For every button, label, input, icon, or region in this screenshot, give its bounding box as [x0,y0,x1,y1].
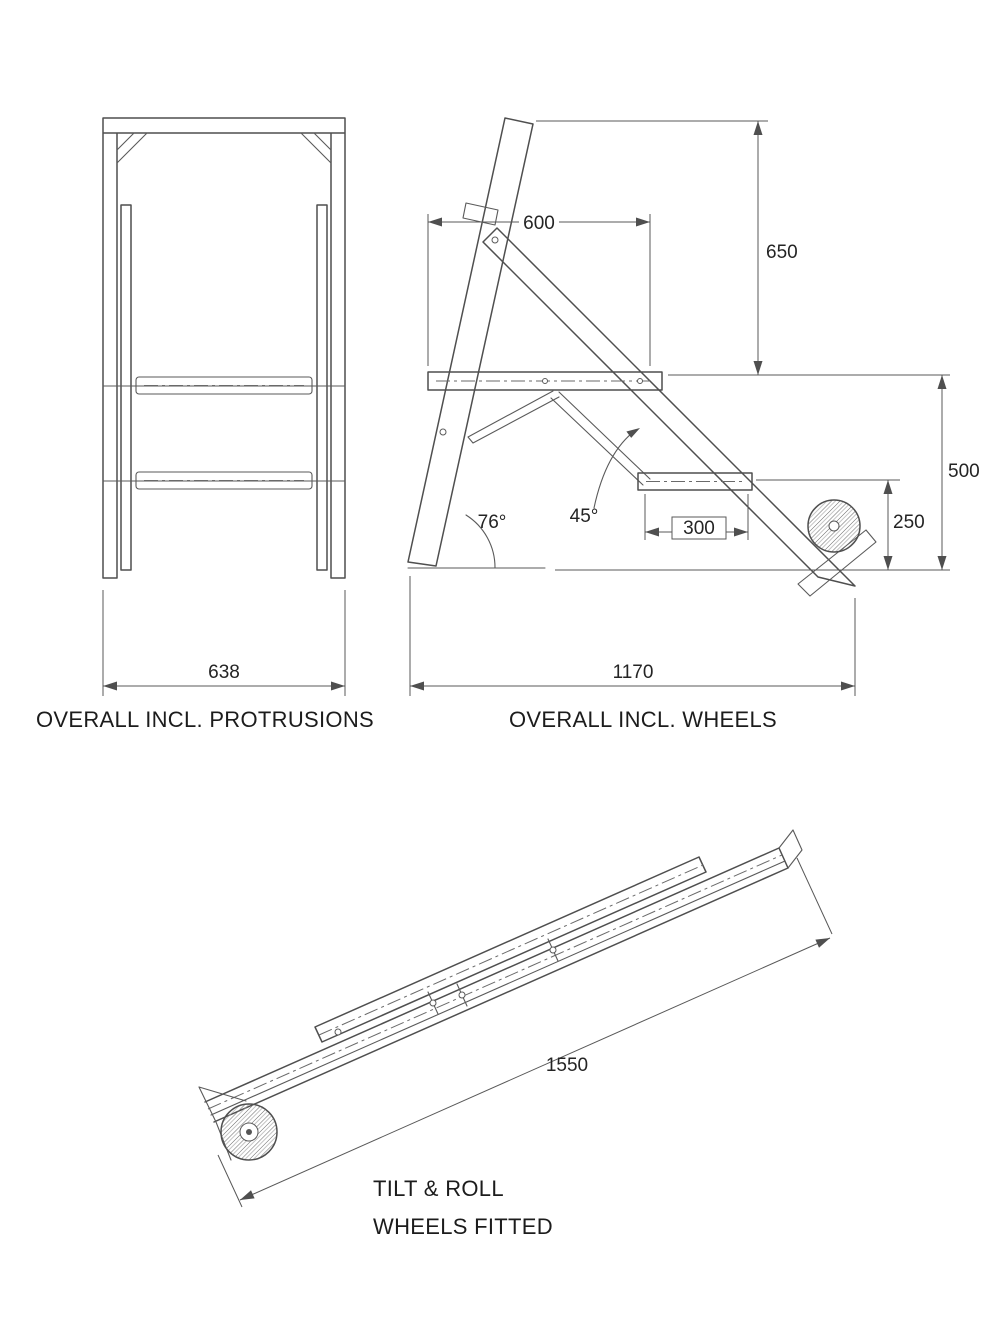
front-view-caption: OVERALL INCL. PROTRUSIONS [36,707,374,732]
angle-45-leader [593,429,637,509]
folded-stringer-inner [210,860,786,1116]
platform-rivet-2 [637,378,643,384]
dim-638-label: 638 [208,662,240,683]
folded-stringer-centerline [207,854,783,1110]
hinge-1 [429,999,437,1007]
side-wheel-hub [828,520,840,532]
platform [427,371,663,391]
folded-view-caption-line2: WHEELS FITTED [373,1214,553,1239]
corner-gussets [116,132,332,164]
platform-braces [467,390,651,486]
side-step [637,472,753,491]
folded-view-caption-line1: TILT & ROLL [373,1176,504,1201]
angle-76-arc [465,514,496,569]
front-stiles [120,204,328,571]
front-frame [102,117,346,579]
dimension-600: 600 [427,213,651,366]
folded-wheel-axle [246,1129,252,1135]
dimension-500: 500 [937,375,980,570]
folded-stringer [204,847,789,1123]
hinge-4 [334,1028,342,1036]
dim-1550-label: 1550 [546,1055,588,1076]
foot-plate [797,529,877,597]
step-centerlines [144,385,304,481]
hinge-rivet [491,236,499,244]
hinge-2 [458,991,466,999]
side-view-caption: OVERALL INCL. WHEELS [509,707,777,732]
brace-rivet [439,428,447,436]
dim-250-label: 250 [893,512,925,533]
folded-top-centerline [318,864,704,1036]
dim-300-label: 300 [683,518,715,539]
dim-1170-label: 1170 [613,662,654,683]
dim-650-label: 650 [766,242,798,263]
arrow-right [331,681,345,691]
platform-rivet-1 [542,378,548,384]
step-level-lines [102,385,346,482]
hinge-3 [549,946,557,954]
angle-45: 45° [570,428,640,527]
angle-76: 76° [465,512,507,569]
folded-view [198,829,803,1161]
dimension-1170: 1170 [409,576,856,696]
top-end-stub [778,829,803,869]
angle-45-label: 45° [570,506,599,527]
front-step-lower [135,471,313,490]
stringer [482,227,856,587]
dimension-250: 250 [756,479,925,570]
rear-rail [407,117,534,567]
dimension-650: 650 [536,120,950,376]
front-view [102,117,346,579]
front-step-upper [135,376,313,395]
dimension-1550: 1550 [217,857,833,1208]
dim-600-label: 600 [523,213,555,234]
angle-76-label: 76° [478,512,507,533]
dimension-638: 638 [102,590,346,696]
folded-top-member [314,856,707,1043]
dim-500-label: 500 [948,461,980,482]
arrow-left [103,681,117,691]
dim-300-frame [671,516,727,540]
dimension-300: 300 [644,494,749,540]
